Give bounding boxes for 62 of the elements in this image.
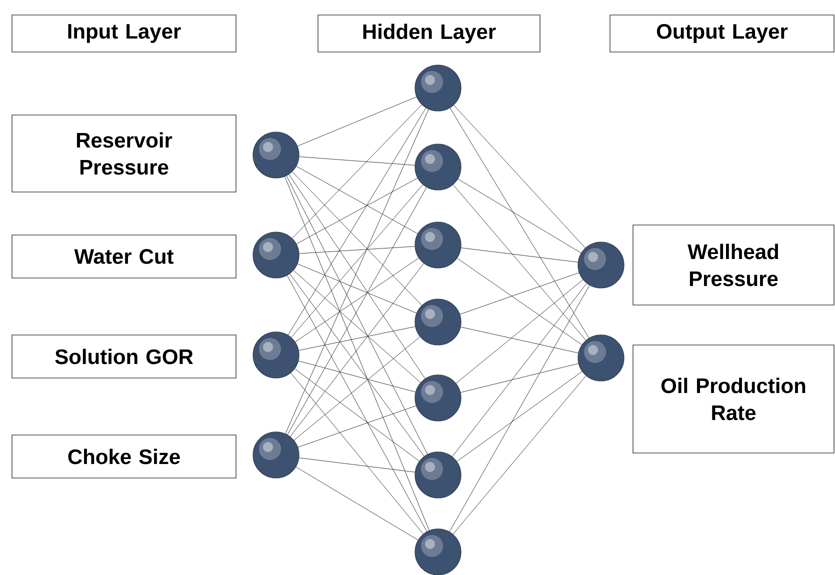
- connection-line: [293, 270, 421, 383]
- connection-line: [292, 171, 422, 306]
- connection-line: [295, 258, 419, 342]
- connection-line: [286, 275, 428, 532]
- connection-line: [460, 248, 578, 262]
- connection-line: [297, 96, 417, 146]
- connection-line: [298, 405, 416, 448]
- connection-line: [285, 109, 429, 434]
- output-box: Oil Production Rate: [632, 344, 834, 454]
- neuron-circle: [414, 452, 462, 498]
- connection-line: [460, 326, 578, 354]
- connection-line: [456, 279, 584, 384]
- connection-line: [288, 108, 426, 336]
- connection-line: [290, 263, 424, 437]
- connection-line: [290, 274, 424, 456]
- connection-line: [298, 458, 416, 472]
- connection-line: [290, 372, 424, 534]
- connection-line: [297, 264, 417, 314]
- layer-heading: Input Layer: [12, 14, 236, 52]
- connection-line: [456, 258, 582, 345]
- neuron-circle: [414, 64, 462, 112]
- neuron-circle: [414, 528, 462, 575]
- layer-heading: Hidden Layer: [318, 14, 540, 52]
- input-box: Reservoir Pressure: [12, 114, 236, 192]
- connection-line: [452, 184, 586, 341]
- output-box: Wellhead Pressure: [632, 224, 834, 306]
- neuron-circle: [252, 432, 300, 478]
- connection-line: [299, 246, 415, 254]
- connection-line: [450, 108, 590, 338]
- connection-line: [458, 178, 582, 254]
- connection-line: [299, 156, 416, 166]
- connection-line: [288, 174, 426, 379]
- connection-line: [298, 360, 416, 392]
- connection-line: [454, 104, 586, 248]
- connection-line: [290, 184, 424, 338]
- connection-line: [460, 272, 580, 315]
- connection-line: [452, 283, 587, 457]
- connection-line: [296, 166, 418, 234]
- connection-line: [292, 104, 422, 239]
- neuron-circle: [252, 232, 300, 278]
- neuron-circle: [252, 132, 300, 178]
- connection-line: [296, 178, 418, 244]
- connection-line: [449, 285, 590, 532]
- input-box: Choke Size: [12, 434, 236, 478]
- connection-line: [294, 368, 420, 462]
- neuron-circle: [414, 374, 462, 422]
- connection-line: [284, 176, 430, 531]
- connection-line: [296, 466, 418, 540]
- connection-line: [298, 326, 416, 351]
- neuron-circle: [414, 298, 462, 346]
- neuron-circle: [578, 334, 624, 382]
- neuron-circle: [252, 332, 300, 378]
- connection-line: [460, 363, 579, 393]
- connection-line: [452, 376, 586, 534]
- connection-line: [456, 371, 582, 462]
- neuron-circle: [414, 222, 462, 268]
- input-box: Solution GOR: [12, 334, 236, 378]
- neuron-circle: [578, 242, 624, 288]
- connection-line: [294, 336, 420, 440]
- input-box: Water Cut: [12, 234, 236, 278]
- neuron-circle: [414, 144, 462, 190]
- layer-heading: Output Layer: [610, 14, 834, 52]
